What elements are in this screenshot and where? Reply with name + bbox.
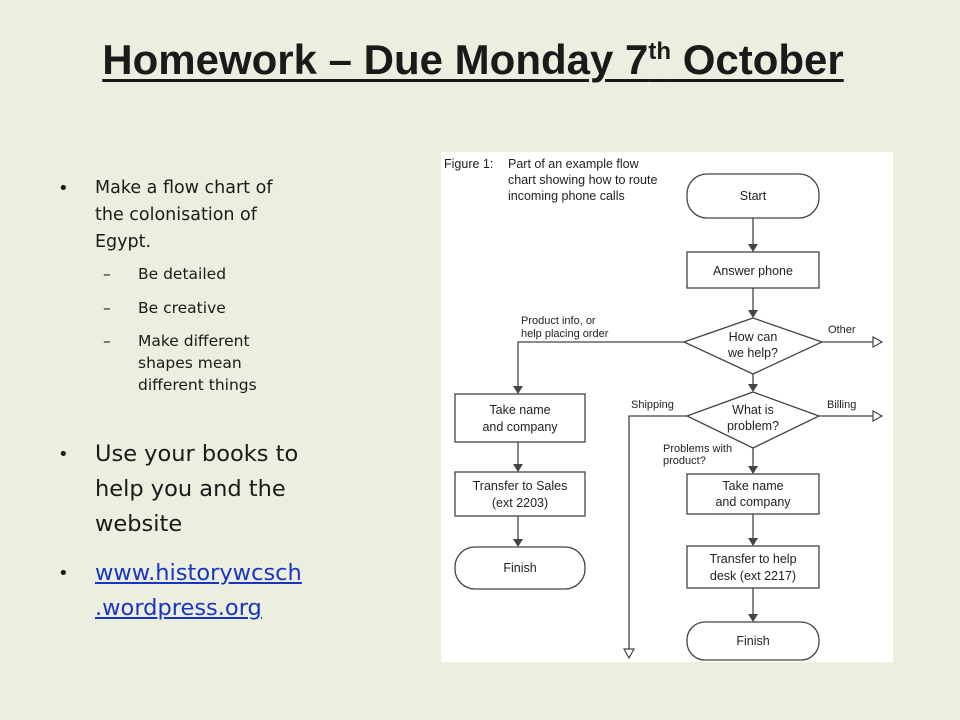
- edge-label-product: help placing order: [521, 328, 609, 340]
- dash-icon: –: [103, 332, 111, 350]
- node-label: What is: [732, 403, 774, 417]
- sub-bullet-creative: – Be creative: [58, 296, 358, 321]
- figure-caption-line: incoming phone calls: [508, 189, 625, 203]
- node-label: Answer phone: [713, 264, 793, 278]
- figure-caption-line: Part of an example flow: [508, 157, 640, 171]
- sub-bullet-detailed: – Be detailed: [58, 262, 358, 287]
- process-shape: [454, 393, 586, 443]
- flow-arrowheads: [513, 244, 884, 660]
- bullet-dot-icon: •: [58, 563, 69, 584]
- sub-bullet-shapes: – Make different shapes mean different t…: [103, 332, 257, 394]
- node-label: Finish: [736, 634, 769, 648]
- slide-title: Homework – Due Monday 7th October: [102, 36, 844, 83]
- node-label: Finish: [503, 561, 536, 575]
- bullet-dot-icon: •: [58, 178, 69, 199]
- process-shape: [686, 545, 820, 589]
- dash-icon: –: [103, 265, 111, 283]
- dash-icon: –: [103, 299, 111, 317]
- node-take-name-left: Take name and company: [454, 393, 586, 443]
- process-shape: [686, 251, 820, 289]
- edge-label-product: Product info, or: [521, 315, 596, 327]
- edge-label-billing: Billing: [827, 399, 856, 411]
- arrowhead-icon: [513, 386, 523, 394]
- open-arrowhead-icon: [622, 648, 636, 660]
- node-finish-right: Finish: [686, 621, 820, 661]
- terminator-shape: [686, 173, 820, 219]
- figure-caption-line: chart showing how to route: [508, 173, 657, 187]
- slide-content: • Make a flow chart of the colonisation …: [58, 175, 358, 626]
- connector: [517, 341, 684, 386]
- open-arrowhead-icon: [872, 335, 884, 349]
- node-label: Transfer to help: [709, 552, 796, 566]
- arrowhead-icon: [748, 384, 758, 392]
- node-label: Start: [740, 189, 767, 203]
- edge-label-problems: product?: [663, 455, 706, 467]
- open-arrowhead-icon: [872, 409, 884, 423]
- process-shape: [454, 471, 586, 517]
- node-label: Take name: [722, 479, 783, 493]
- node-finish-left: Finish: [454, 546, 586, 590]
- terminator-shape: [686, 621, 820, 661]
- decision-shape: [682, 317, 824, 375]
- node-label: How can: [729, 330, 778, 344]
- arrowhead-icon: [748, 310, 758, 318]
- node-what-is-problem: What is problem?: [685, 391, 821, 449]
- arrowhead-icon: [513, 464, 523, 472]
- flowchart-diagram: Figure 1: Part of an example flow chart …: [444, 157, 884, 661]
- figure-caption-label: Figure 1:: [444, 157, 493, 171]
- edge-label-shipping: Shipping: [631, 399, 674, 411]
- process-shape: [686, 473, 820, 515]
- node-label: Transfer to Sales: [473, 479, 568, 493]
- website-link[interactable]: www.historywcsch.wordpress.org: [95, 560, 302, 621]
- node-label: desk (ext 2217): [710, 569, 796, 583]
- node-label: and company: [715, 495, 791, 509]
- edge-label-problems: Problems with: [663, 443, 732, 455]
- bullet-website-link: • www.historywcsch.wordpress.org: [58, 556, 358, 626]
- arrowhead-icon: [748, 614, 758, 622]
- arrowhead-icon: [748, 244, 758, 252]
- node-transfer-sales: Transfer to Sales (ext 2203): [454, 471, 586, 517]
- node-start: Start: [686, 173, 820, 219]
- node-take-name-right: Take name and company: [686, 473, 820, 515]
- node-label: and company: [482, 420, 558, 434]
- connector: [628, 415, 687, 652]
- node-label: Take name: [489, 403, 550, 417]
- bullet-dot-icon: •: [58, 444, 69, 465]
- bullet-use-books: • Use your books to help you and the web…: [58, 437, 358, 542]
- node-answer-phone: Answer phone: [686, 251, 820, 289]
- decision-shape: [685, 391, 821, 449]
- node-label: we help?: [727, 346, 778, 360]
- bullet-flow-chart-task: • Make a flow chart of the colonisation …: [58, 175, 358, 256]
- edge-label-other: Other: [828, 324, 856, 336]
- node-label: problem?: [727, 419, 779, 433]
- flowchart-figure: Figure 1: Part of an example flow chart …: [441, 152, 893, 662]
- node-label: (ext 2203): [492, 496, 548, 510]
- arrowhead-icon: [513, 539, 523, 547]
- node-transfer-help-desk: Transfer to help desk (ext 2217): [686, 545, 820, 589]
- arrowhead-icon: [748, 538, 758, 546]
- terminator-shape: [454, 546, 586, 590]
- flow-connectors: [517, 218, 873, 652]
- node-how-can-we-help: How can we help?: [682, 317, 824, 375]
- arrowhead-icon: [748, 466, 758, 474]
